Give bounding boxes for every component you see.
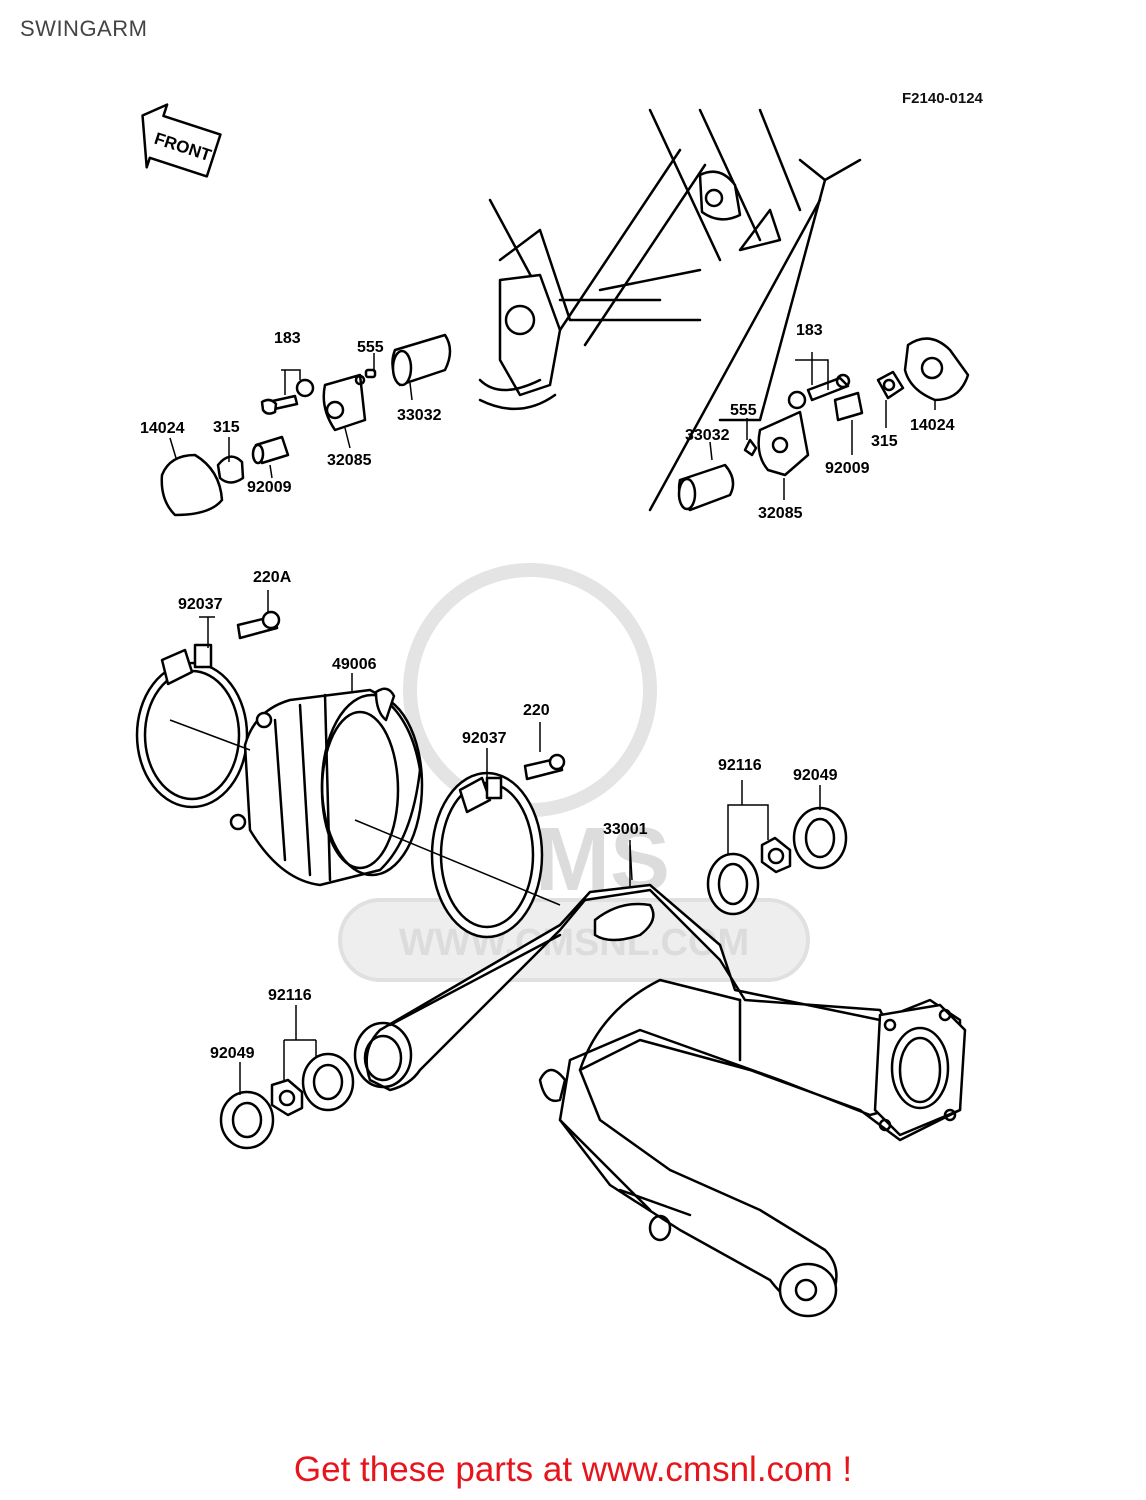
page-title: SWINGARM	[20, 16, 148, 41]
label-315-right: 315	[871, 433, 898, 450]
diagram-reference-code: F2140-0124	[902, 90, 983, 107]
get-parts-link[interactable]: Get these parts at www.cmsnl.com !	[293, 1450, 853, 1489]
label-92037-left: 92037	[178, 596, 223, 613]
label-183-right: 183	[796, 322, 823, 339]
label-92049-right: 92049	[793, 767, 838, 784]
boot-and-clamps	[135, 590, 566, 939]
label-92116-right: 92116	[718, 757, 762, 774]
label-32085-left: 32085	[327, 452, 372, 469]
exploded-parts-diagram: WWW.CMSNL.COM CMS FRONT	[135, 103, 970, 1318]
label-49006: 49006	[332, 656, 377, 673]
label-183-left: 183	[274, 330, 301, 347]
frame-section	[478, 108, 862, 512]
label-14024-left: 14024	[140, 420, 185, 437]
right-bearing-stack	[629, 780, 848, 916]
label-555-left: 555	[357, 339, 384, 356]
label-14024-right: 14024	[910, 417, 955, 434]
label-92116-left: 92116	[268, 987, 312, 1004]
label-92049-left: 92049	[210, 1045, 255, 1062]
label-315-left: 315	[213, 419, 240, 436]
label-220: 220	[523, 702, 550, 719]
label-92037-right: 92037	[462, 730, 507, 747]
left-bearing-stack	[219, 1005, 355, 1150]
label-33001: 33001	[603, 821, 648, 838]
label-555-right: 555	[730, 402, 757, 419]
label-32085-right: 32085	[758, 505, 803, 522]
label-33032-left: 33032	[397, 407, 442, 424]
right-pivot-parts	[677, 337, 970, 512]
part-labels: 183 555 14024 315 33032 32085 92009 183 …	[140, 322, 955, 1062]
label-220A: 220A	[253, 569, 292, 586]
label-92009-left: 92009	[247, 479, 292, 496]
swingarm	[353, 840, 967, 1318]
front-arrow-icon: FRONT	[141, 103, 222, 178]
label-33032-right: 33032	[685, 427, 730, 444]
label-92009-right: 92009	[825, 460, 870, 477]
left-pivot-parts	[160, 333, 452, 517]
